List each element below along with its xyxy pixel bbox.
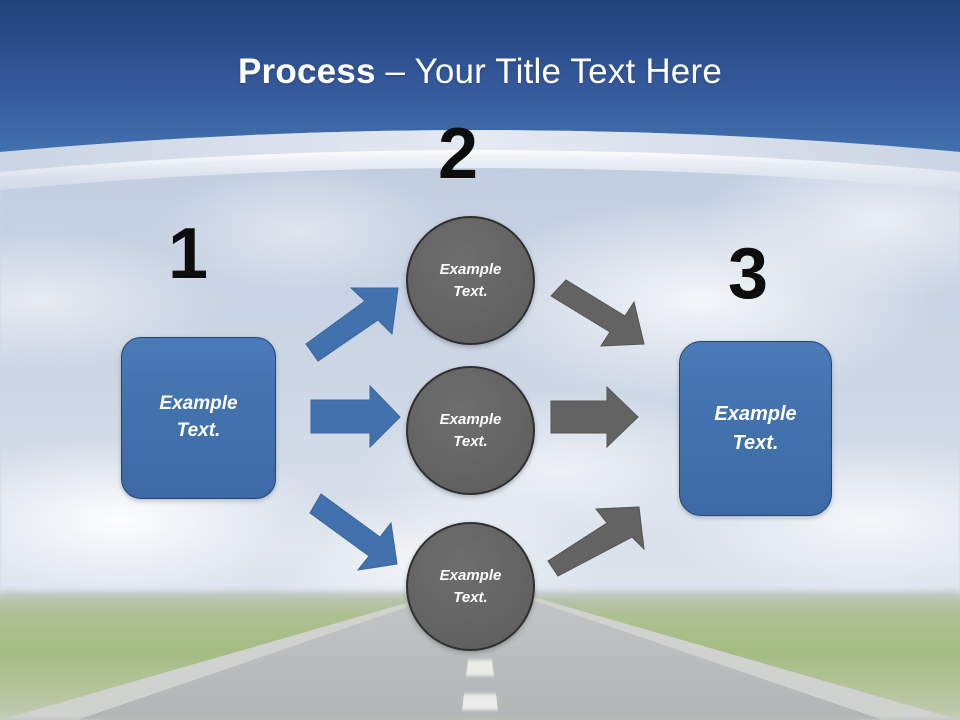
process-circle-middle[interactable]: Example Text. [406, 366, 535, 495]
step-number-1: 1 [168, 214, 209, 294]
step-number-2: 2 [438, 114, 479, 194]
start-box[interactable]: Example Text. [121, 337, 276, 499]
end-box-line1: Example [714, 403, 797, 426]
start-box-line1: Example [159, 393, 238, 415]
start-box-line2: Text. [176, 420, 221, 441]
circle-middle-line1: Example [439, 410, 502, 428]
circle-middle-line2: Text. [453, 432, 488, 450]
circle-bottom-line2: Text. [453, 588, 488, 606]
process-circle-bottom[interactable]: Example Text. [406, 522, 535, 651]
circle-bottom-line1: Example [439, 566, 502, 584]
step-number-3: 3 [728, 234, 769, 314]
page-title: Process – Your Title Text Here [0, 52, 960, 92]
circle-top-line1: Example [439, 260, 502, 278]
circle-top-line2: Text. [453, 282, 488, 300]
header-band [0, 0, 960, 190]
page-title-rest: – Your Title Text Here [375, 52, 722, 91]
end-box-line2: Text. [732, 431, 779, 454]
page-title-bold: Process [238, 52, 376, 91]
process-circle-top[interactable]: Example Text. [406, 216, 535, 345]
end-box[interactable]: Example Text. [679, 341, 832, 516]
